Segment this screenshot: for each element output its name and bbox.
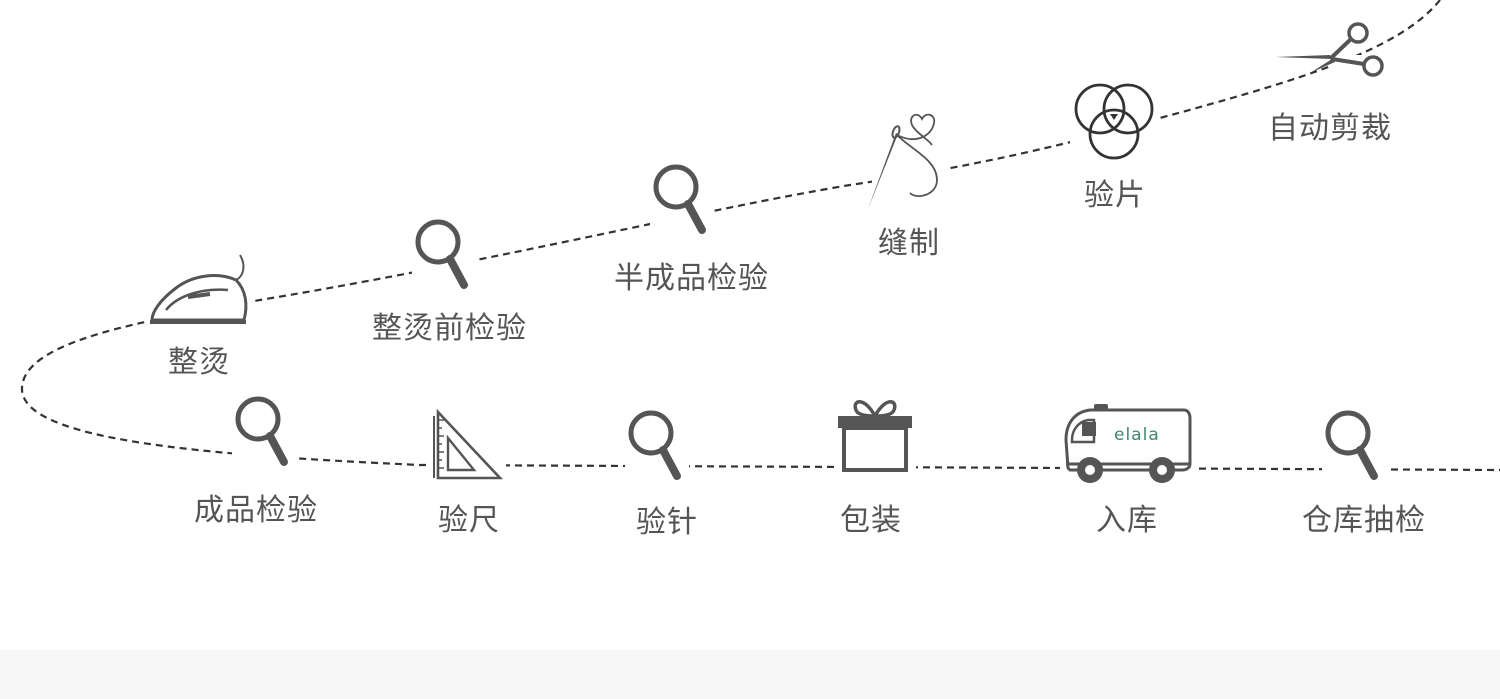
stage-label: 验尺 <box>438 503 500 538</box>
stage-label: 包装 <box>840 503 902 538</box>
magnifier-icon <box>625 406 689 488</box>
magnifier-icon <box>412 215 476 297</box>
stage-label: 缝制 <box>878 226 940 261</box>
stage-label: 自动剪裁 <box>1268 111 1392 146</box>
stage-label: 整烫前检验 <box>372 311 527 346</box>
van-logo-text: elala <box>1114 425 1160 445</box>
scissors-icon <box>1275 22 1392 95</box>
magnifier-icon <box>232 392 296 474</box>
van-icon: elala <box>1060 402 1195 488</box>
gift-box-icon <box>834 392 916 478</box>
stage-label: 验片 <box>1084 178 1146 213</box>
magnifier-icon <box>1322 406 1386 488</box>
ruler-triangle-icon <box>430 408 506 484</box>
stage-label: 验针 <box>636 505 698 540</box>
stage-label: 入库 <box>1096 503 1158 538</box>
magnifier-icon <box>650 160 714 242</box>
iron-icon <box>148 254 253 330</box>
stage-label: 成品检验 <box>194 493 318 528</box>
dashed-process-path <box>20 0 1500 472</box>
stage-label: 整烫 <box>168 345 230 380</box>
three-circles-icon <box>1070 82 1160 162</box>
needle-thread-icon <box>868 113 947 215</box>
stage-label: 仓库抽检 <box>1302 503 1426 538</box>
stage-label: 半成品检验 <box>614 261 769 296</box>
footer-band <box>0 650 1500 699</box>
